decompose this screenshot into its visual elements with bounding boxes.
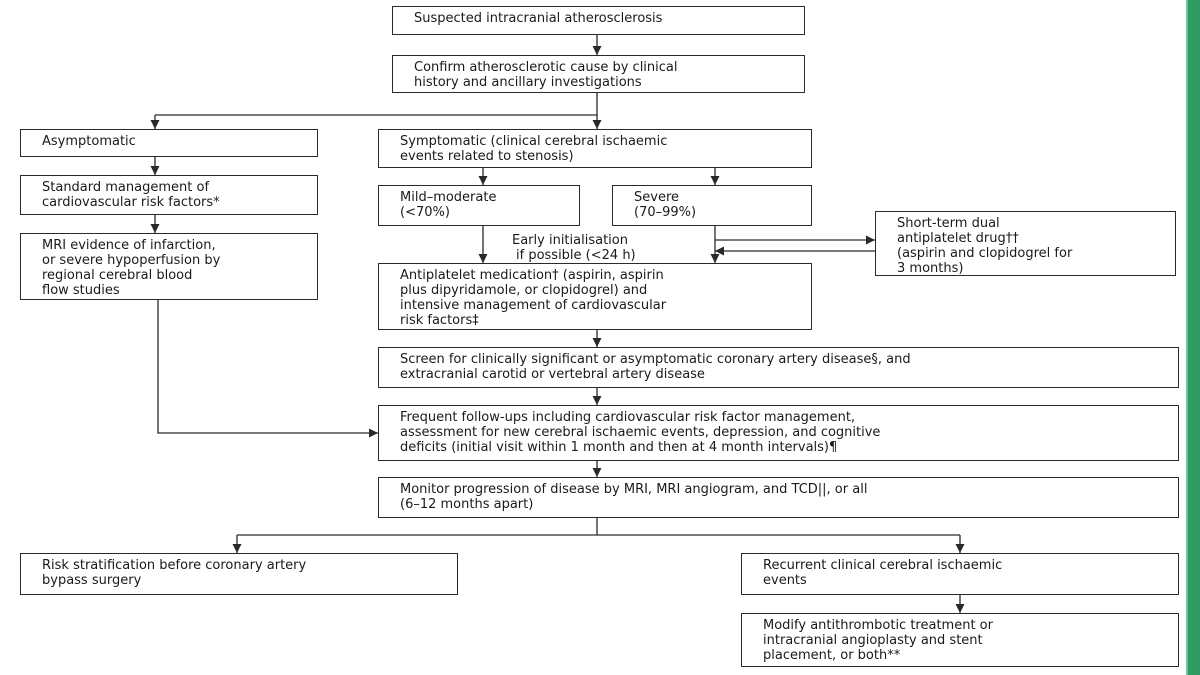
text-line: Severe <box>634 190 679 205</box>
text-line: cardiovascular risk factors* <box>42 195 220 210</box>
text-line: Modify antithrombotic treatment or <box>763 618 993 633</box>
text-line: history and ancillary investigations <box>414 75 642 90</box>
recurrent-events-box: Recurrent clinical cerebral ischaemic ev… <box>741 553 1179 595</box>
text-line: Screen for clinically significant or asy… <box>400 352 911 367</box>
text-line: Frequent follow-ups including cardiovasc… <box>400 410 856 425</box>
text-line: Standard management of <box>42 180 210 195</box>
text-line: regional cerebral blood <box>42 268 193 283</box>
text-line: (6–12 months apart) <box>400 497 534 512</box>
text-line: (aspirin and clopidogrel for <box>897 246 1073 261</box>
symptomatic-box: Symptomatic (clinical cerebral ischaemic… <box>378 129 812 168</box>
mild-moderate-box: Mild–moderate (<70%) <box>378 185 580 226</box>
text-line: Antiplatelet medication† (aspirin, aspir… <box>400 268 664 283</box>
monitor-progression-box: Monitor progression of disease by MRI, M… <box>378 477 1179 518</box>
text-line: events <box>763 573 807 588</box>
text-line: Early initialisation <box>512 233 628 248</box>
text-line: Monitor progression of disease by MRI, M… <box>400 482 868 497</box>
follow-up-box: Frequent follow-ups including cardiovasc… <box>378 405 1179 461</box>
text-line: or severe hypoperfusion by <box>42 253 221 268</box>
standard-management-box: Standard management of cardiovascular ri… <box>20 175 318 215</box>
asymptomatic-box: Asymptomatic <box>20 129 318 157</box>
risk-stratification-box: Risk stratification before coronary arte… <box>20 553 458 595</box>
modify-treatment-box: Modify antithrombotic treatment or intra… <box>741 613 1179 667</box>
text-line: antiplatelet drug†† <box>897 231 1019 246</box>
text-line: plus dipyridamole, or clopidogrel) and <box>400 283 648 298</box>
text-line: Recurrent clinical cerebral ischaemic <box>763 558 1003 573</box>
text-line: extracranial carotid or vertebral artery… <box>400 367 705 382</box>
suspected-box: Suspected intracranial atherosclerosis <box>392 6 805 35</box>
text-line: bypass surgery <box>42 573 142 588</box>
text-line: events related to stenosis) <box>400 149 574 164</box>
confirm-box: Confirm atherosclerotic cause by clinica… <box>392 55 805 93</box>
text-line: if possible (<24 h) <box>516 248 636 263</box>
text-line: deficits (initial visit within 1 month a… <box>400 440 838 455</box>
text-line: Short-term dual <box>897 216 1000 231</box>
text-line: assessment for new cerebral ischaemic ev… <box>400 425 881 440</box>
text-line: 3 months) <box>897 261 964 276</box>
page-edge-bar <box>1186 0 1200 675</box>
text-line: Symptomatic (clinical cerebral ischaemic <box>400 134 668 149</box>
text-line: Asymptomatic <box>42 134 136 149</box>
early-initialisation-note: Early initialisation if possible (<24 h) <box>512 233 636 263</box>
text-line: flow studies <box>42 283 120 298</box>
text-line: Mild–moderate <box>400 190 497 205</box>
text-line: Risk stratification before coronary arte… <box>42 558 307 573</box>
antiplatelet-box: Antiplatelet medication† (aspirin, aspir… <box>378 263 812 330</box>
text-line: risk factors‡ <box>400 313 479 328</box>
text-line: MRI evidence of infarction, <box>42 238 216 253</box>
severe-box: Severe (70–99%) <box>612 185 812 226</box>
text-line: Confirm atherosclerotic cause by clinica… <box>414 60 678 75</box>
text-line: Suspected intracranial atherosclerosis <box>414 11 663 26</box>
mri-evidence-box: MRI evidence of infarction, or severe hy… <box>20 233 318 300</box>
screen-box: Screen for clinically significant or asy… <box>378 347 1179 388</box>
text-line: intensive management of cardiovascular <box>400 298 667 313</box>
short-term-dual-box: Short-term dual antiplatelet drug†† (asp… <box>875 211 1176 276</box>
text-line: (<70%) <box>400 205 450 220</box>
text-line: intracranial angioplasty and stent <box>763 633 983 648</box>
arrow-mri-to-followup <box>157 300 378 438</box>
text-line: placement, or both** <box>763 648 901 663</box>
text-line: (70–99%) <box>634 205 697 220</box>
